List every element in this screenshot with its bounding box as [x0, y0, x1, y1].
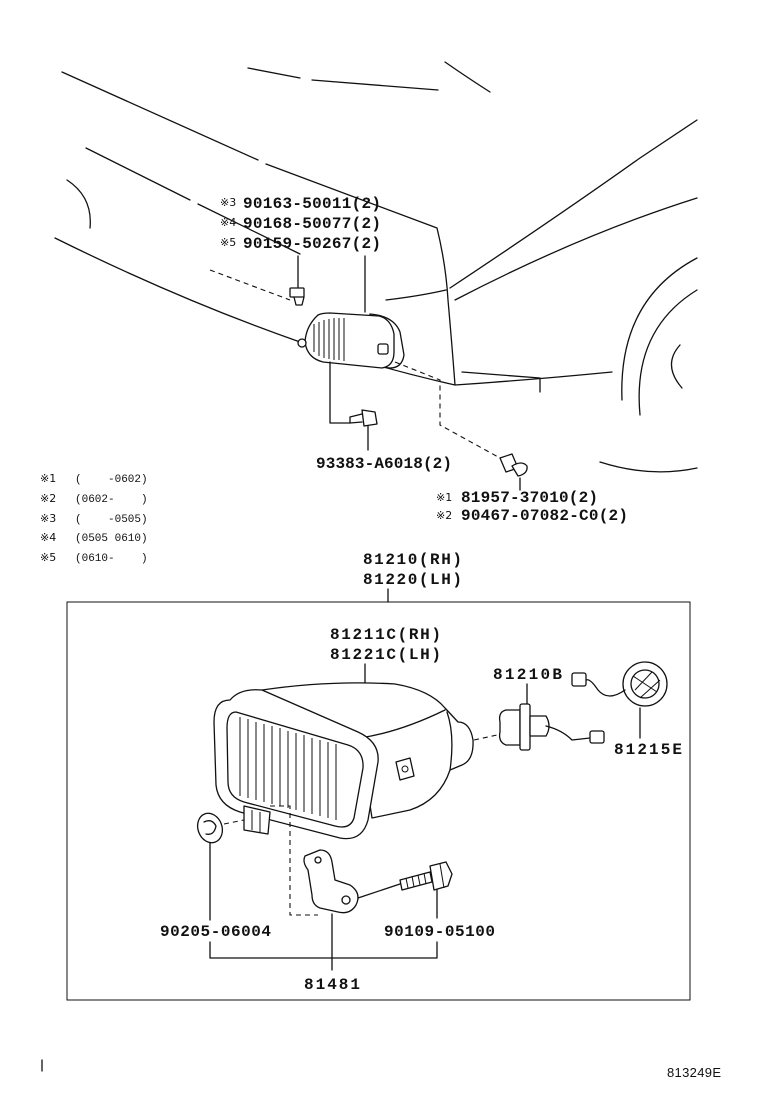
bumper-hidden-line: [209, 269, 291, 301]
leader-line: [329, 361, 351, 424]
illustration-id: 813249E: [667, 1065, 721, 1080]
legend-marker: ※3: [40, 512, 56, 525]
screw-label: 90109-05100: [384, 923, 495, 941]
fog-lamp-adjuster-tab: [377, 343, 389, 355]
socket-grommet-icon: [571, 661, 668, 707]
bulb-icon: [498, 703, 605, 751]
bolt-icon: [399, 861, 453, 891]
fog-lamp-body-edge: [359, 709, 453, 771]
fog-lamp-mount-tab: [243, 805, 271, 835]
vehicle-body-outline: [54, 61, 698, 473]
legend-marker: ※2: [40, 492, 56, 505]
clip-label: 90205-06004: [160, 923, 271, 941]
bolt-icon: [289, 287, 305, 306]
legend-range: ( -0505): [75, 514, 148, 526]
bracket-icon: [303, 849, 359, 914]
fog-lamp-adjuster-hole: [401, 765, 409, 773]
callout-marker: ※4: [220, 216, 236, 229]
part-number-label: 90159-50267(2): [243, 235, 381, 253]
legend-range: (0610- ): [75, 553, 148, 565]
part-number-label: 81957-37010(2): [461, 489, 598, 507]
housing-rh-label: 81211C(RH): [330, 626, 441, 644]
legend-marker: ※4: [40, 531, 56, 544]
legend-marker: ※1: [40, 472, 56, 485]
clip-nut-icon: [196, 812, 224, 844]
fog-lamp-lens: [226, 711, 364, 828]
date-range-legend: ※1 ( -0602) ※2 (0602- ) ※3 ( -0505) ※4 (…: [40, 472, 148, 565]
fog-lamp-mount-tab: [297, 338, 307, 348]
grouping-bracket-line: [209, 941, 438, 959]
part-number-label: 90467-07082-C0(2): [461, 507, 628, 525]
assembly-rh-label: 81210(RH): [363, 551, 462, 569]
part-number-label: 93383-A6018(2): [316, 455, 452, 473]
legend-range: ( -0602): [75, 474, 148, 486]
fog-lamp-adjuster-tab: [395, 757, 415, 781]
part-number-label: 90163-50011(2): [243, 195, 381, 213]
part-number-label: 90168-50077(2): [243, 215, 381, 233]
fog-lamp-assembly: [213, 682, 474, 840]
callout-marker: ※3: [220, 196, 236, 209]
install-path-line: [473, 734, 498, 741]
legend-marker: ※5: [40, 551, 56, 564]
bolt-icon: [349, 409, 378, 427]
callout-marker: ※5: [220, 236, 236, 249]
clip-icon: [499, 453, 528, 477]
install-path-line: [394, 361, 501, 459]
fog-lamp-installed: [297, 312, 405, 369]
bulb-label: 81210B: [493, 666, 562, 684]
install-path-line: [270, 805, 318, 916]
legend-range: (0602- ): [75, 494, 148, 506]
install-path-line: [223, 819, 245, 825]
callout-marker: ※1: [436, 491, 452, 504]
fog-lamp-lens: [304, 312, 395, 369]
fog-lamp-mount-tab-detail: [251, 810, 261, 832]
legend-range: (0505 0610): [75, 533, 148, 545]
assembly-lh-label: 81220(LH): [363, 571, 462, 589]
fog-lamp-lens-ribs: [313, 318, 345, 361]
callout-marker: ※2: [436, 509, 452, 522]
socket-label: 81215E: [614, 741, 682, 759]
install-path-line: [357, 883, 401, 899]
housing-lh-label: 81221C(LH): [330, 646, 441, 664]
exploded-view-frame: [66, 601, 691, 1001]
bracket-label: 81481: [304, 976, 360, 994]
fog-lamp-lens-ribs: [239, 717, 337, 820]
